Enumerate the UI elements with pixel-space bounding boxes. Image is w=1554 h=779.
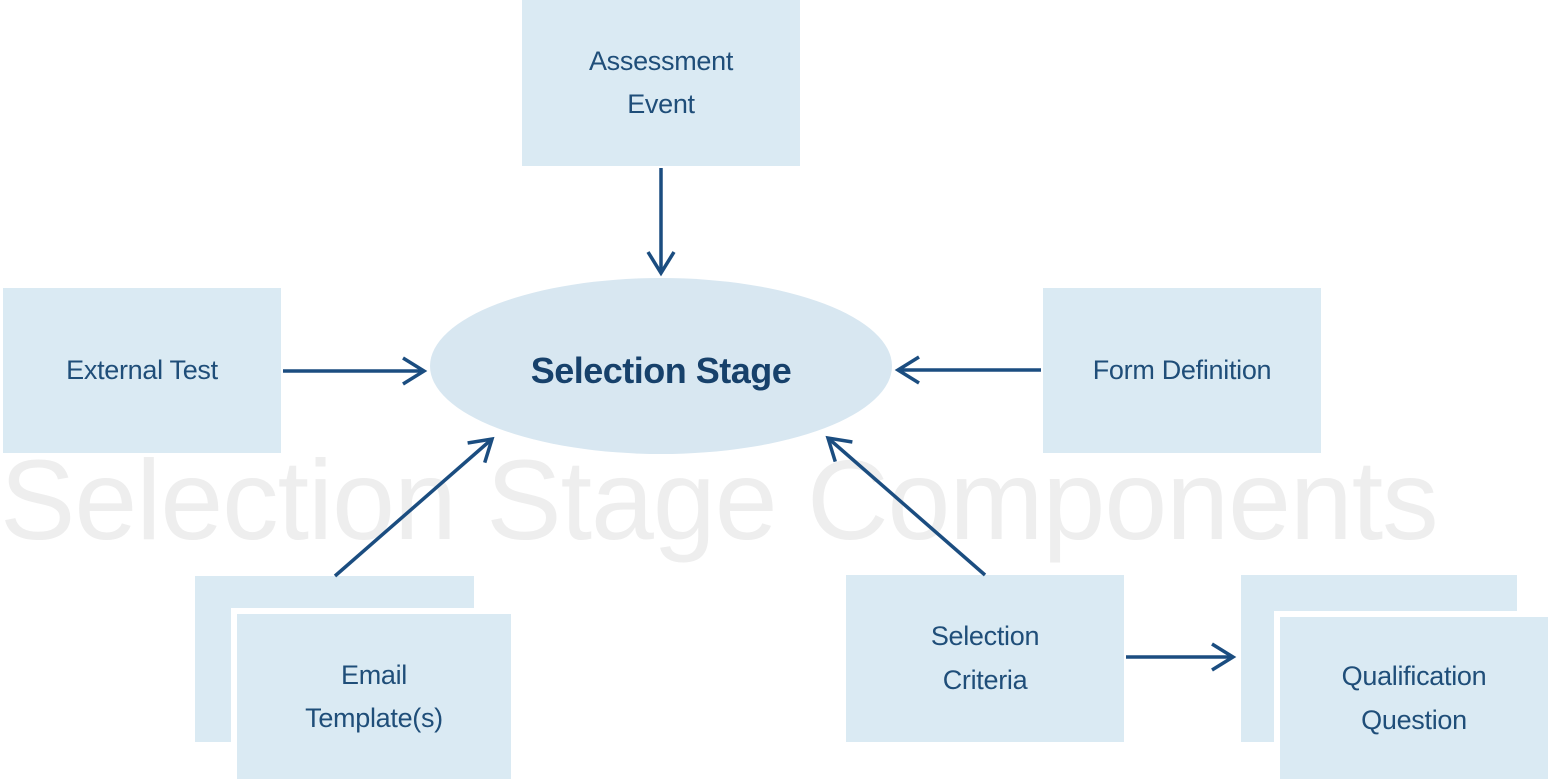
node-form-definition: Form Definition [1043, 288, 1321, 453]
node-selection-stage: Selection Stage [430, 278, 892, 454]
node-qualification-question: Qualification Question [1274, 611, 1554, 779]
node-external-test: External Test [3, 288, 281, 453]
node-assessment-event: Assessment Event [522, 0, 800, 166]
node-email-templates: Email Template(s) [231, 608, 517, 779]
watermark-text: Selection Stage Components [0, 437, 1439, 563]
node-selection-criteria: Selection Criteria [846, 575, 1124, 742]
selection-stage-label: Selection Stage [530, 350, 792, 391]
